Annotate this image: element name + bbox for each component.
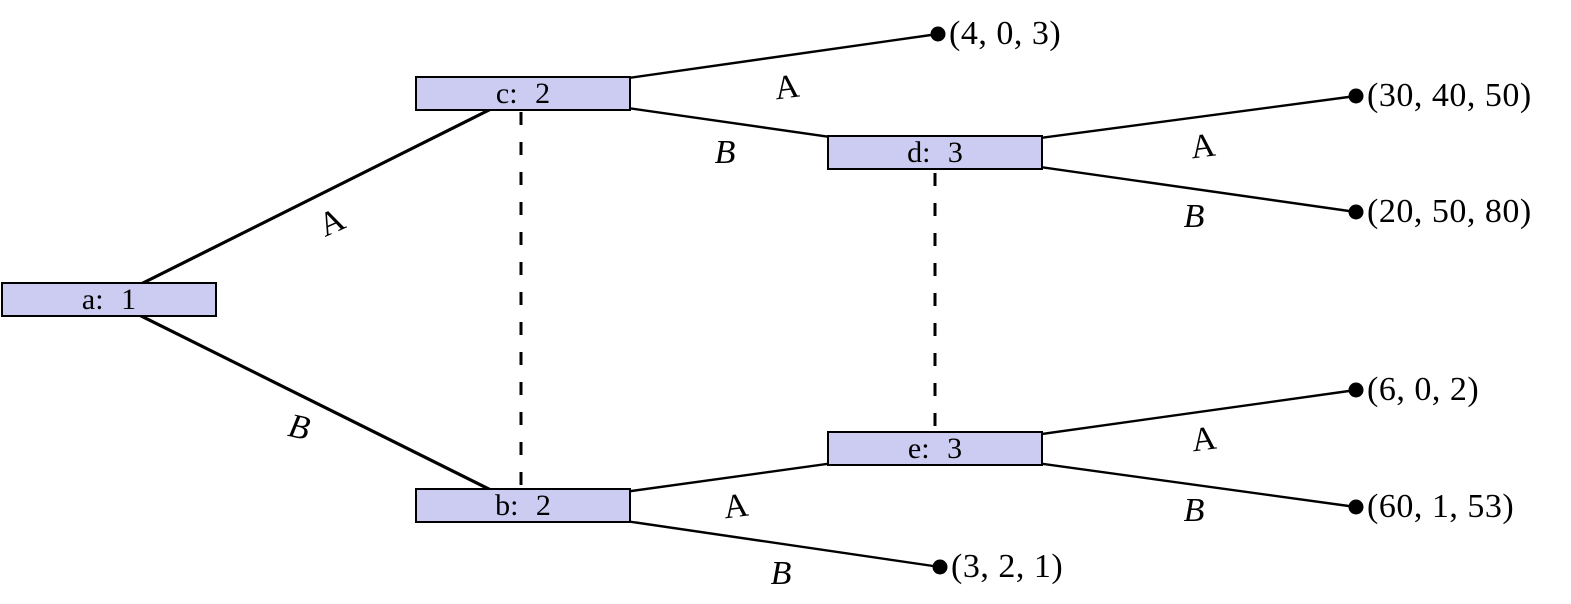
edge-label-b-A: A bbox=[721, 486, 751, 527]
terminal-dot-403 bbox=[930, 26, 946, 42]
terminal-dot-304050 bbox=[1348, 88, 1364, 104]
payoff-label: (30, 40, 50) bbox=[1367, 77, 1532, 114]
edge-label-d-A: A bbox=[1188, 126, 1218, 167]
edge-label-e-A: A bbox=[1189, 419, 1219, 460]
node-a: a: 1 bbox=[1, 282, 217, 317]
edge-a-B bbox=[108, 298, 524, 508]
terminal-dot-602 bbox=[1348, 382, 1364, 398]
edge-label-b-B: B bbox=[770, 555, 792, 592]
terminal-dot-205080 bbox=[1348, 204, 1364, 220]
edge-label-c-A: A bbox=[772, 67, 802, 108]
edge-label-c-B: B bbox=[714, 134, 736, 171]
payoff-label: (20, 50, 80) bbox=[1367, 193, 1532, 230]
payoff-label: (6, 0, 2) bbox=[1367, 371, 1480, 408]
payoff-label: (4, 0, 3) bbox=[949, 15, 1062, 52]
payoff-label: (3, 2, 1) bbox=[951, 548, 1064, 585]
terminal-dot-321 bbox=[932, 559, 948, 575]
node-c: c: 2 bbox=[415, 76, 631, 111]
edge-label-e-B: B bbox=[1183, 492, 1205, 529]
edge-a-A bbox=[108, 91, 524, 302]
node-d: d: 3 bbox=[827, 135, 1043, 170]
terminal-dot-60153 bbox=[1348, 499, 1364, 515]
node-e: e: 3 bbox=[827, 431, 1043, 466]
payoff-label: (60, 1, 53) bbox=[1367, 488, 1515, 525]
node-b: b: 2 bbox=[415, 488, 631, 523]
edge-label-d-B: B bbox=[1183, 198, 1205, 235]
